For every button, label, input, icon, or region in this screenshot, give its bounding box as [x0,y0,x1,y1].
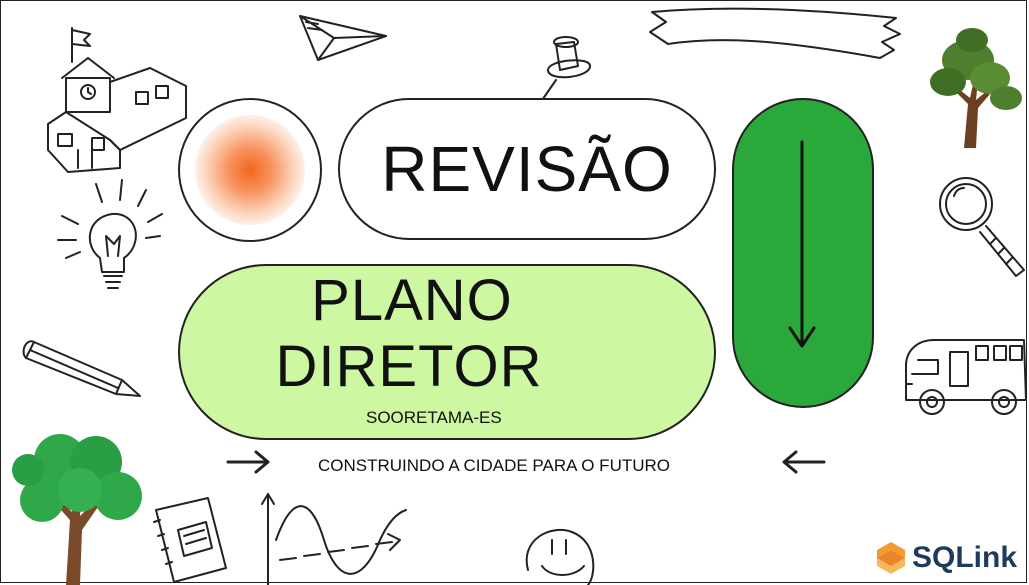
magnifier-icon [939,177,1025,277]
brand-logo-icon [877,542,905,574]
city-label: SOORETAMA-ES [366,408,502,427]
title-text: REVISÃO [381,133,673,205]
school-icon [47,27,187,173]
arrow-left-icon [782,450,826,474]
plan-title-line1: PLANO [311,268,513,333]
plan-pill: PLANO DIRETOR SOORETAMA-ES [178,264,716,440]
brand-name: SQLink [912,541,1018,574]
arrow-down-icon [788,140,816,348]
green-arrow-pill [732,98,874,408]
bus-icon [905,339,1027,415]
title-pill: REVISÃO [338,98,716,240]
notebook-icon [153,497,227,583]
smiley-icon [525,529,595,585]
paper-plane-icon [299,15,387,61]
plan-title-line2: DIRETOR [275,334,543,399]
tree-icon [12,434,142,585]
arrow-right-icon [226,450,270,474]
tree-icon [930,28,1022,148]
tagline: CONSTRUINDO A CIDADE PARA O FUTURO [318,456,671,475]
pencil-icon [22,340,141,397]
brand-logo: SQLink [874,540,1017,576]
orange-glow-circle [178,98,322,242]
pushpin-icon [537,36,591,107]
graph-icon [261,493,407,585]
lightbulb-icon [57,179,163,289]
banner-icon [649,7,901,59]
orange-glow [195,115,305,225]
